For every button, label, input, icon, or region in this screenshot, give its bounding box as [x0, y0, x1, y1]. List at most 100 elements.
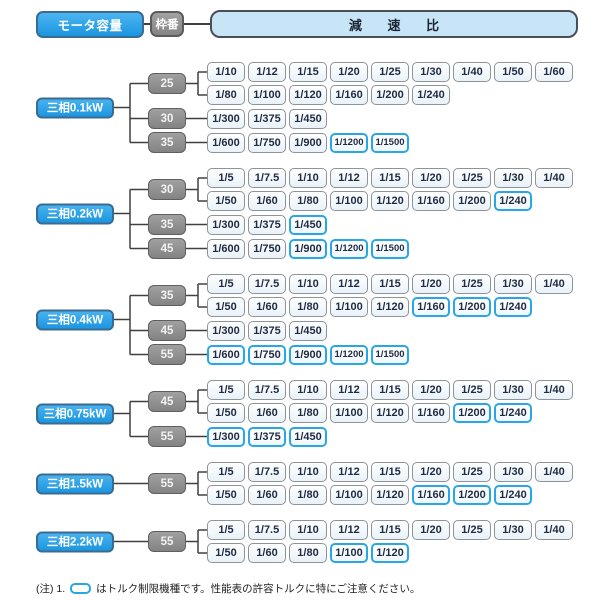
ratio-badge: 1/7.5	[248, 380, 286, 400]
ratio-badge-limited: 1/160	[412, 485, 450, 505]
ratio-badge: 1/15	[371, 274, 409, 294]
ratio-badge: 1/50	[207, 191, 245, 211]
ratio-badge: 1/10	[289, 520, 327, 540]
ratio-badge: 1/50	[207, 403, 245, 423]
ratio-badge-limited: 1/240	[494, 297, 532, 317]
ratio-badge-limited: 1/120	[371, 543, 409, 563]
ratio-badge: 1/5	[207, 274, 245, 294]
ratio-badge: 1/15	[371, 462, 409, 482]
frame-number-badge: 55	[148, 531, 186, 552]
ratio-badge: 1/5	[207, 168, 245, 188]
ratio-badge: 1/40	[453, 62, 491, 82]
ratio-badge: 1/750	[248, 132, 286, 153]
ratio-badge: 1/80	[289, 543, 327, 563]
ratio-badge: 1/60	[535, 62, 573, 82]
ratio-badge: 1/30	[494, 380, 532, 400]
ratio-badge: 1/5	[207, 462, 245, 482]
ratio-badge: 1/20	[412, 168, 450, 188]
ratio-badge: 1/240	[412, 85, 450, 105]
diagram-header: モータ容量 枠番 減 速 比	[36, 10, 578, 38]
ratio-badge: 1/750	[248, 238, 286, 259]
frame-number-badge: 55	[148, 344, 186, 365]
ratio-badge: 1/30	[494, 168, 532, 188]
ratio-badge: 1/25	[371, 62, 409, 82]
ratio-badge: 1/30	[412, 62, 450, 82]
ratio-badge: 1/80	[289, 485, 327, 505]
motor-capacity-badge: 三相0.1kW	[36, 97, 114, 118]
ratio-badge: 1/12	[330, 168, 368, 188]
frame-number-badge: 35	[148, 132, 186, 153]
ratio-badge: 1/10	[289, 380, 327, 400]
frame-number-badge: 45	[148, 320, 186, 341]
ratio-badge: 1/40	[535, 274, 573, 294]
ratio-badge: 1/600	[207, 238, 245, 259]
ratio-badge: 1/20	[412, 520, 450, 540]
ratio-badge: 1/80	[289, 297, 327, 317]
ratio-badge: 1/120	[371, 485, 409, 505]
ratio-badge: 1/100	[330, 297, 368, 317]
ratio-badge: 1/15	[289, 62, 327, 82]
ratio-badge: 1/100	[330, 403, 368, 423]
ratio-badge: 1/25	[453, 520, 491, 540]
motor-capacity-badge: 三相2.2kW	[36, 531, 114, 552]
frame-number-badge: 25	[148, 73, 186, 94]
ratio-badge: 1/25	[453, 274, 491, 294]
ratio-badge-limited: 1/100	[330, 543, 368, 563]
motor-capacity-badge: 三相0.75kW	[36, 403, 114, 424]
ratio-badge: 1/300	[207, 320, 245, 341]
ratio-badge: 1/80	[289, 191, 327, 211]
ratio-badge-limited: 1/300	[207, 426, 245, 447]
ratio-badge: 1/375	[248, 214, 286, 235]
ratio-badge: 1/25	[453, 462, 491, 482]
ratio-badge-limited: 1/1500	[371, 344, 409, 365]
ratio-badge-limited: 1/375	[248, 426, 286, 447]
ratio-badge: 1/40	[535, 168, 573, 188]
ratio-badge: 1/450	[289, 320, 327, 341]
ratio-badge: 1/80	[207, 85, 245, 105]
ratio-badge: 1/40	[535, 462, 573, 482]
ratio-badge: 1/30	[494, 520, 532, 540]
ratio-badge: 1/12	[330, 274, 368, 294]
ratio-badge: 1/375	[248, 320, 286, 341]
ratio-badge-limited: 1/200	[453, 403, 491, 423]
motor-capacity-header-badge: モータ容量	[36, 10, 144, 38]
motor-capacity-badge: 三相0.4kW	[36, 309, 114, 330]
header-connector-line	[144, 23, 150, 25]
ratio-badge-limited: 1/450	[289, 214, 327, 235]
ratio-badge: 1/100	[248, 85, 286, 105]
reduction-ratio-header-badge: 減 速 比	[210, 10, 578, 38]
ratio-badge: 1/120	[289, 85, 327, 105]
ratio-badge: 1/200	[453, 191, 491, 211]
ratio-badge: 1/300	[207, 214, 245, 235]
ratio-badge: 1/15	[371, 380, 409, 400]
ratio-badge-limited: 1/600	[207, 344, 245, 365]
ratio-badge: 1/50	[207, 297, 245, 317]
ratio-badge: 1/40	[535, 380, 573, 400]
ratio-badge: 1/160	[412, 403, 450, 423]
footnote: (注) 1. はトルク制限機種です。性能表の許容トルクに特にご注意ください。	[36, 581, 578, 596]
ratio-badge: 1/450	[289, 108, 327, 129]
